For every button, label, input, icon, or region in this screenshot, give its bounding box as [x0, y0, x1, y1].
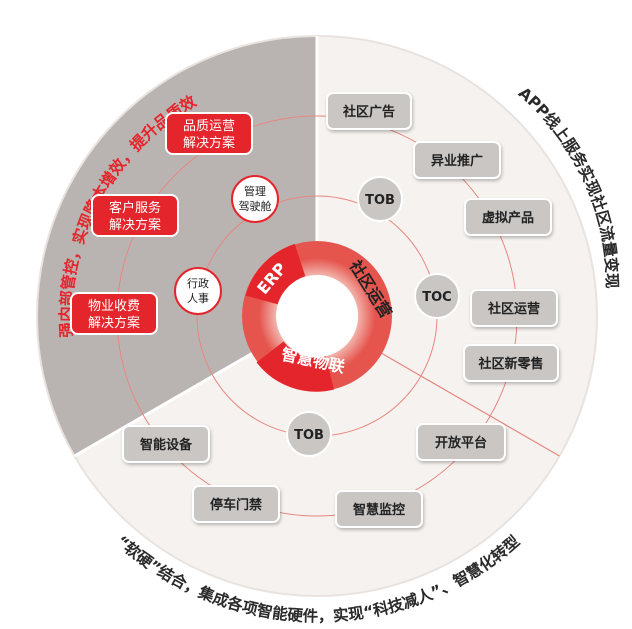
- core-hole: [276, 275, 358, 357]
- node-admin-hr-line2: 人事: [187, 292, 209, 305]
- box-smart-devices-label: 智能设备: [140, 437, 193, 453]
- node-management-cockpit-line2: 驾驶舱: [239, 199, 272, 213]
- box-community-ads-label: 社区广告: [342, 104, 395, 120]
- solution-box-customer-line2: 解决方案: [109, 217, 161, 233]
- core-ring-highlight: [245, 243, 307, 306]
- solution-box-customer[interactable]: 客户服务 解决方案: [91, 194, 179, 237]
- box-parking-access-shape: [192, 485, 280, 523]
- box-open-platform[interactable]: 开放平台: [416, 423, 506, 461]
- box-community-ops-label: 社区运营: [487, 301, 540, 317]
- core-ring-highlight-bottom: [256, 341, 335, 392]
- solution-box-customer-shape: [91, 194, 179, 237]
- box-smart-monitoring-label: 智慧监控: [353, 502, 405, 518]
- box-smart-monitoring[interactable]: 智慧监控: [335, 490, 423, 528]
- channel-tob-top[interactable]: TOB: [357, 176, 403, 222]
- channel-tob-top-shape: [357, 176, 403, 222]
- box-open-platform-shape: [416, 423, 506, 461]
- channel-toc-label: TOC: [422, 290, 451, 305]
- node-management-cockpit-line1: 管理: [244, 184, 266, 198]
- solution-box-customer-line1: 客户服务: [109, 200, 161, 216]
- channel-toc-shape: [414, 273, 460, 319]
- box-parking-access[interactable]: 停车门禁: [192, 485, 280, 523]
- box-virtual-products-label: 虚拟产品: [482, 210, 534, 226]
- box-smart-devices[interactable]: 智能设备: [122, 425, 210, 463]
- solution-box-quality-line1: 品质运营: [183, 119, 235, 134]
- node-management-cockpit-shape: [231, 175, 279, 223]
- solution-box-billing[interactable]: 物业收费 解决方案: [70, 292, 158, 335]
- solution-box-billing-line1: 物业收费: [88, 299, 140, 314]
- box-community-ads[interactable]: 社区广告: [326, 92, 412, 130]
- channel-toc[interactable]: TOC: [414, 273, 460, 319]
- box-community-retail[interactable]: 社区新零售: [463, 344, 559, 382]
- box-virtual-products[interactable]: 虚拟产品: [464, 198, 552, 236]
- solution-box-quality-shape: [165, 112, 253, 155]
- channel-tob-top-label: TOB: [365, 193, 395, 208]
- box-smart-devices-shape: [122, 425, 210, 463]
- node-admin-hr[interactable]: 行政 人事: [174, 267, 222, 315]
- solution-box-billing-shape: [70, 292, 158, 335]
- gray-boxes: 社区广告 异业推广 虚拟产品 社区运营 社区新零售 开放平台 智慧监控 停车门: [122, 92, 559, 528]
- solution-box-quality-line2: 解决方案: [183, 135, 235, 151]
- channel-tob-bottom[interactable]: TOB: [286, 411, 332, 457]
- box-community-ops-shape: [470, 289, 558, 327]
- box-community-retail-shape: [463, 344, 559, 382]
- box-cross-promotion-label: 异业推广: [431, 153, 483, 169]
- box-parking-access-label: 停车门禁: [210, 497, 262, 513]
- node-admin-hr-line1: 行政: [187, 276, 209, 290]
- box-community-ads-shape: [326, 92, 412, 130]
- node-admin-hr-shape: [174, 267, 222, 315]
- box-cross-promotion-shape: [413, 141, 501, 179]
- solution-box-quality[interactable]: 品质运营 解决方案: [165, 112, 253, 155]
- solution-box-billing-line2: 解决方案: [88, 315, 140, 331]
- channel-tob-bottom-label: TOB: [294, 428, 324, 443]
- box-virtual-products-shape: [464, 198, 552, 236]
- node-management-cockpit[interactable]: 管理 驾驶舱: [231, 175, 279, 223]
- box-community-ops[interactable]: 社区运营: [470, 289, 558, 327]
- channel-tob-bottom-shape: [286, 411, 332, 457]
- center-core: ERP 社区运营 智慧物联: [242, 241, 396, 392]
- box-community-retail-label: 社区新零售: [477, 356, 543, 372]
- box-open-platform-label: 开放平台: [435, 435, 487, 451]
- box-smart-monitoring-shape: [335, 490, 423, 528]
- box-cross-promotion[interactable]: 异业推广: [413, 141, 501, 179]
